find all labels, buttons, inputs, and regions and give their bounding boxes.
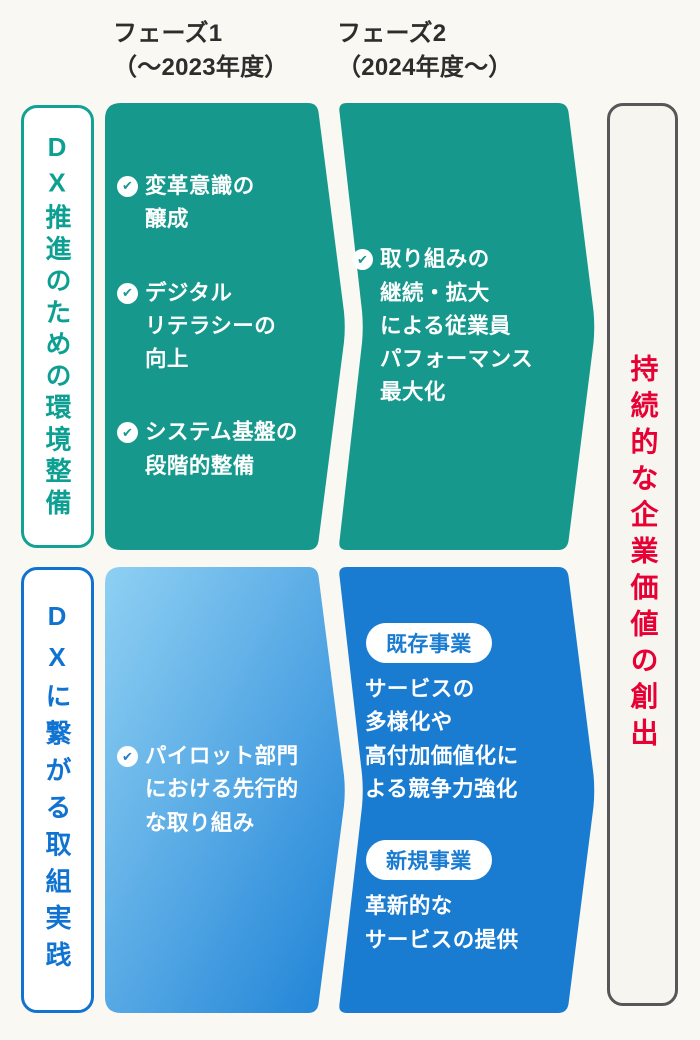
- list-item-text: 取り組みの 継続・拡大 による従業員 パフォーマンス 最大化: [380, 247, 534, 405]
- list-item-text: 変革意識の 醸成: [145, 173, 255, 232]
- environment-side-label-text: DX推進のための環境整備: [42, 132, 72, 521]
- existing-business-text: サービスの 多様化や 高付加価値化に よる競争力強化: [365, 677, 519, 801]
- list-item: ✔ 変革意識の 醸成: [117, 170, 333, 237]
- new-business-group: 新規事業 革新的な サービスの提供: [365, 840, 565, 957]
- check-icon: ✔: [117, 746, 138, 768]
- environment-phase1-content: ✔ 変革意識の 醸成 ✔ デジタル リテラシーの 向上 ✔ システム基盤の 段階…: [117, 103, 333, 550]
- environment-phase1-shape: [105, 103, 345, 550]
- practice-side-label-text: DXに繋がる取組実践: [42, 601, 72, 979]
- check-icon: ✔: [117, 175, 138, 197]
- list-item: ✔ デジタル リテラシーの 向上: [117, 277, 333, 377]
- list-item: ✔ 取り組みの 継続・拡大 による従業員 パフォーマンス 最大化: [352, 243, 564, 410]
- phase2-period: （2024年度～）: [337, 54, 513, 82]
- list-item-text: システム基盤の 段階的整備: [145, 420, 298, 478]
- check-icon: ✔: [352, 249, 373, 271]
- existing-business-group: 既存事業 サービスの 多様化や 高付加価値化に よる競争力強化: [365, 623, 565, 806]
- practice-phase1-content: ✔ パイロット部門 における先行的 な取り組み: [117, 567, 333, 1013]
- check-icon: ✔: [117, 282, 138, 304]
- existing-business-badge: 既存事業: [366, 623, 492, 664]
- environment-phase2-content: ✔ 取り組みの 継続・拡大 による従業員 パフォーマンス 最大化: [352, 103, 564, 550]
- phase2-header: フェーズ2 （2024年度～）: [337, 17, 513, 85]
- list-item-text: デジタル リテラシーの 向上: [145, 280, 277, 372]
- outcome-label-text: 持続的な企業価値の創出: [627, 354, 659, 755]
- list-item: ✔ システム基盤の 段階的整備: [117, 416, 333, 483]
- new-business-text: 革新的な サービスの提供: [365, 894, 519, 952]
- phase1-title: フェーズ1: [113, 20, 223, 47]
- environment-side-label: DX推進のための環境整備: [21, 105, 94, 548]
- practice-side-label: DXに繋がる取組実践: [21, 567, 94, 1013]
- new-business-badge: 新規事業: [366, 840, 492, 881]
- list-item-text: パイロット部門 における先行的 な取り組み: [145, 744, 299, 835]
- outcome-label: 持続的な企業価値の創出: [607, 103, 678, 1006]
- phase2-title: フェーズ2: [337, 20, 447, 47]
- practice-phase1-shape: [105, 567, 345, 1013]
- phase1-header: フェーズ1 （～2023年度）: [113, 17, 289, 85]
- practice-phase2-content: 既存事業 サービスの 多様化や 高付加価値化に よる競争力強化 新規事業 革新的…: [365, 567, 565, 1013]
- check-icon: ✔: [117, 422, 138, 444]
- list-item: ✔ パイロット部門 における先行的 な取り組み: [117, 740, 333, 840]
- phase1-period: （～2023年度）: [113, 54, 289, 82]
- practice-phase2-shape: [339, 567, 595, 1013]
- environment-phase2-shape: [339, 103, 595, 550]
